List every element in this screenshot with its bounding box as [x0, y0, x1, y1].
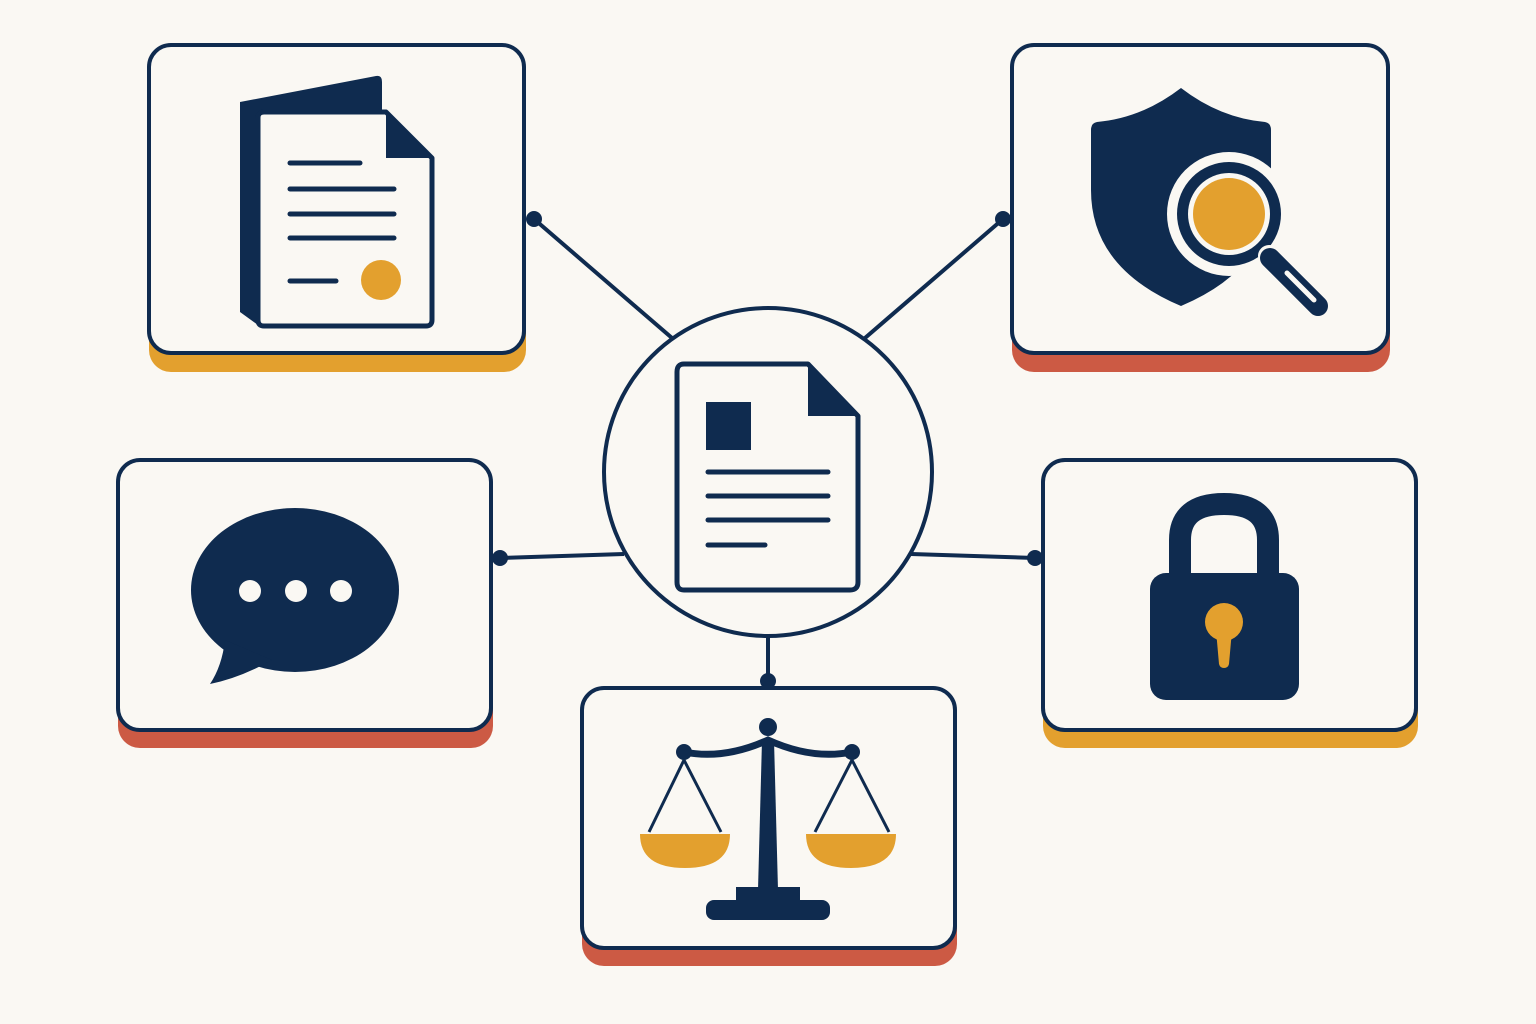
certified-document-icon [240, 75, 435, 329]
dot [285, 580, 307, 602]
node-communication [116, 458, 493, 748]
connector-dot-privacy [995, 211, 1011, 227]
scales-of-justice-icon [640, 718, 896, 920]
node-security [1041, 458, 1418, 748]
dot [239, 580, 261, 602]
center-hub [602, 306, 934, 638]
node-legal [580, 686, 957, 966]
node-contract [147, 43, 526, 372]
right-pan [806, 834, 896, 868]
connector-communication [499, 552, 625, 560]
speech-bubble-icon [191, 508, 399, 684]
connector-security [910, 552, 1036, 560]
connector-dot-communication [492, 550, 508, 566]
dot [330, 580, 352, 602]
document-icon [674, 361, 861, 593]
shield-magnifier-icon [1091, 88, 1328, 316]
seal-icon [361, 260, 401, 300]
connectors [492, 211, 1043, 689]
connector-dot-security [1027, 550, 1043, 566]
node-privacy-audit [1010, 43, 1390, 372]
connector-privacy [863, 217, 1005, 340]
connector-dot-contract [526, 211, 542, 227]
padlock-icon [1150, 492, 1299, 700]
connector-contract [532, 217, 674, 340]
left-pan [640, 834, 730, 868]
connector-dot-legal [760, 673, 776, 689]
keyhole-icon [1205, 603, 1243, 668]
